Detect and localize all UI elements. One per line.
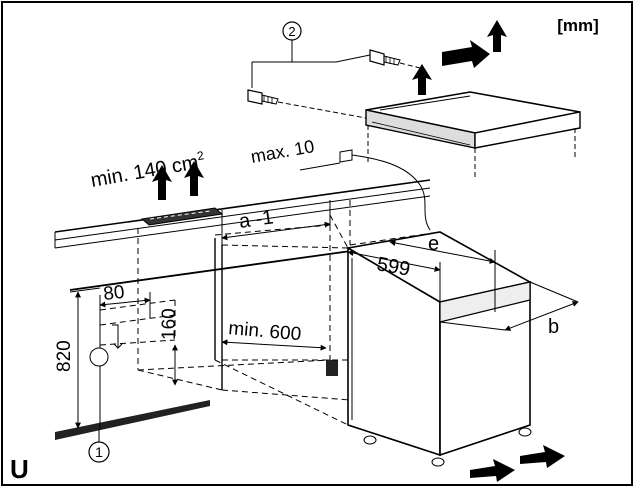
max-gap-label: max. 10: [249, 136, 316, 167]
appliance-width-dimension: [347, 250, 441, 302]
depth-e-dimension: [389, 240, 496, 312]
offset-160-label: 160: [159, 308, 180, 340]
power-socket: [89, 324, 123, 367]
niche-width-label: a -1: [238, 206, 275, 233]
units-label: [mm]: [557, 16, 599, 35]
max-gap-dimension: [299, 149, 431, 231]
depth-e-label: e: [428, 233, 439, 255]
floor-strip: [55, 360, 338, 440]
height-dimension: [69, 287, 101, 429]
callout-floor-label: 1: [95, 444, 103, 460]
screws: [247, 49, 421, 119]
lid-arrows: [412, 20, 507, 95]
corner-letter: U: [10, 454, 29, 484]
vent-airflow-arrows: [152, 161, 204, 200]
callout-screws-label: 2: [288, 24, 295, 39]
min-depth-dimension: [221, 339, 327, 351]
appliance-projections: [214, 214, 441, 426]
push-arrows: [470, 445, 565, 482]
niche-width-dimension: [221, 200, 331, 245]
height-label: 820: [54, 340, 75, 372]
niche-edges: [214, 238, 223, 390]
callout-screws: 2: [251, 21, 371, 88]
vent-area-label: min. 140 cm2: [89, 148, 207, 192]
offset-80-label: 80: [102, 282, 125, 305]
depth-b-dimension: [439, 281, 579, 331]
niche-outline: [99, 200, 351, 401]
min-depth-label: min. 600: [228, 318, 302, 345]
cover-plate: [365, 91, 581, 180]
callout-floor: 1: [88, 428, 110, 463]
depth-b-label: b: [548, 316, 559, 338]
